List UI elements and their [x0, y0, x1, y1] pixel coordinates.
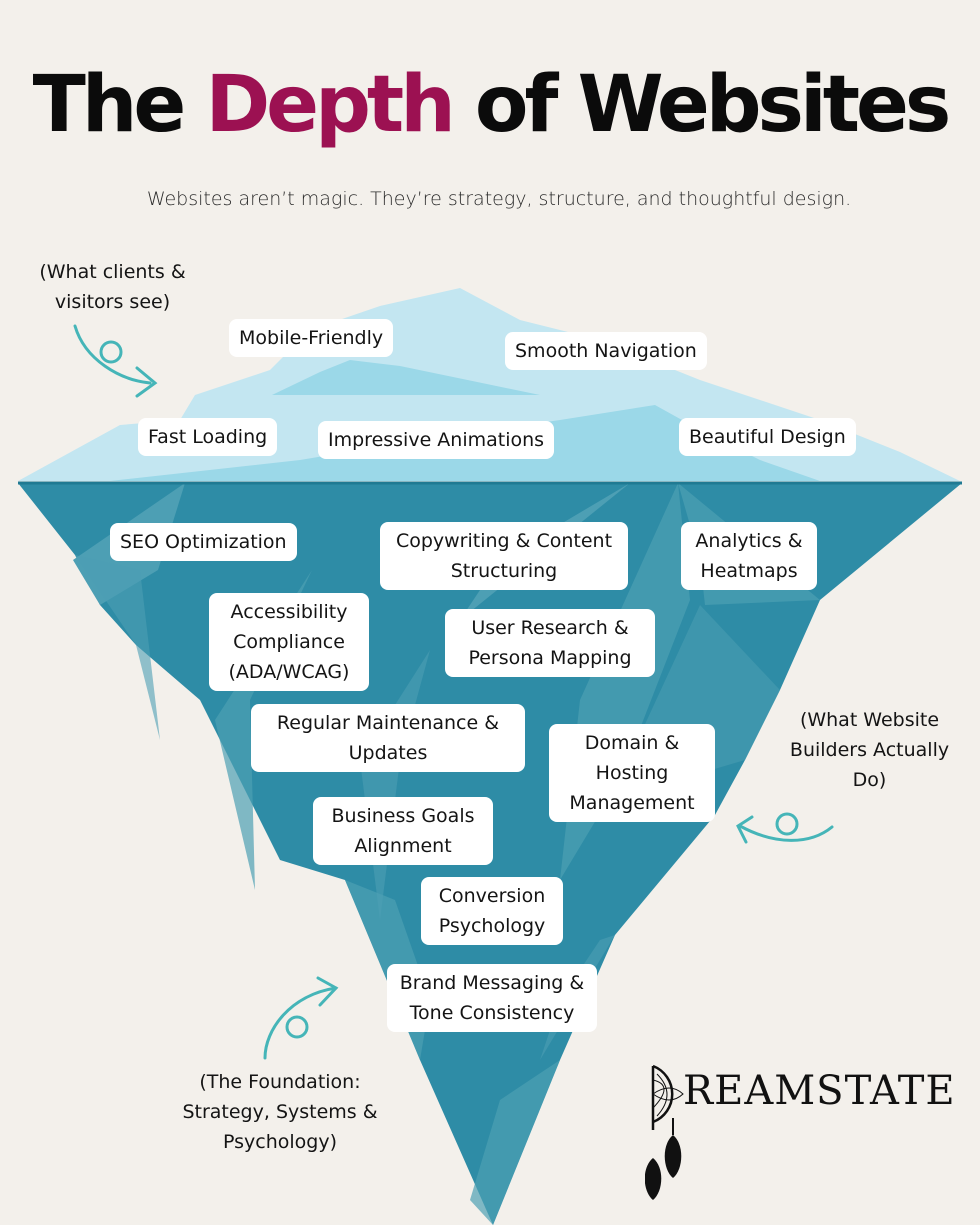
- title-accent: Depth: [205, 60, 455, 150]
- surface-item-impressive-animations: Impressive Animations: [318, 421, 555, 459]
- deep-item-accessibility: Accessibility Compliance (ADA/WCAG): [209, 593, 369, 691]
- surface-item-fast-loading: Fast Loading: [138, 418, 278, 456]
- deep-item-conversion: Conversion Psychology: [421, 877, 563, 945]
- dreamcatcher-icon: [645, 1064, 684, 1200]
- deep-item-seo: SEO Optimization: [110, 523, 297, 561]
- curly-arrow-top-icon: [73, 324, 158, 398]
- annotation-surface: (What clients & visitors see): [39, 261, 186, 313]
- title-part-1: The: [32, 60, 206, 150]
- subtitle: Websites aren’t magic. They’re strategy,…: [146, 188, 852, 210]
- brand-logo: REAMSTATE: [645, 1060, 955, 1200]
- deep-item-user-research: User Research & Persona Mapping: [445, 609, 655, 677]
- deep-item-brand-messaging: Brand Messaging & Tone Consistency: [387, 964, 597, 1032]
- annotation-builders: (What Website Builders Actually Do): [789, 709, 950, 791]
- curly-arrow-bottom-icon: [263, 976, 339, 1060]
- curly-arrow-middle-icon: [736, 812, 834, 844]
- brand-name: REAMSTATE: [683, 1068, 956, 1114]
- title-part-2: of Websites: [451, 60, 951, 150]
- annotation-foundation: (The Foundation: Strategy, Systems & Psy…: [182, 1071, 378, 1153]
- deep-item-business-goals: Business Goals Alignment: [313, 797, 493, 865]
- deep-item-analytics: Analytics & Heatmaps: [681, 522, 817, 590]
- deep-item-domain-hosting: Domain & Hosting Management: [549, 724, 715, 822]
- surface-item-mobile-friendly: Mobile-Friendly: [229, 319, 394, 357]
- deep-item-maintenance: Regular Maintenance & Updates: [251, 704, 525, 772]
- deep-item-copywriting: Copywriting & Content Structuring: [380, 522, 628, 590]
- surface-item-smooth-navigation: Smooth Navigation: [505, 332, 707, 370]
- page-title: The Depth of Websites: [0, 66, 980, 144]
- surface-item-beautiful-design: Beautiful Design: [679, 418, 856, 456]
